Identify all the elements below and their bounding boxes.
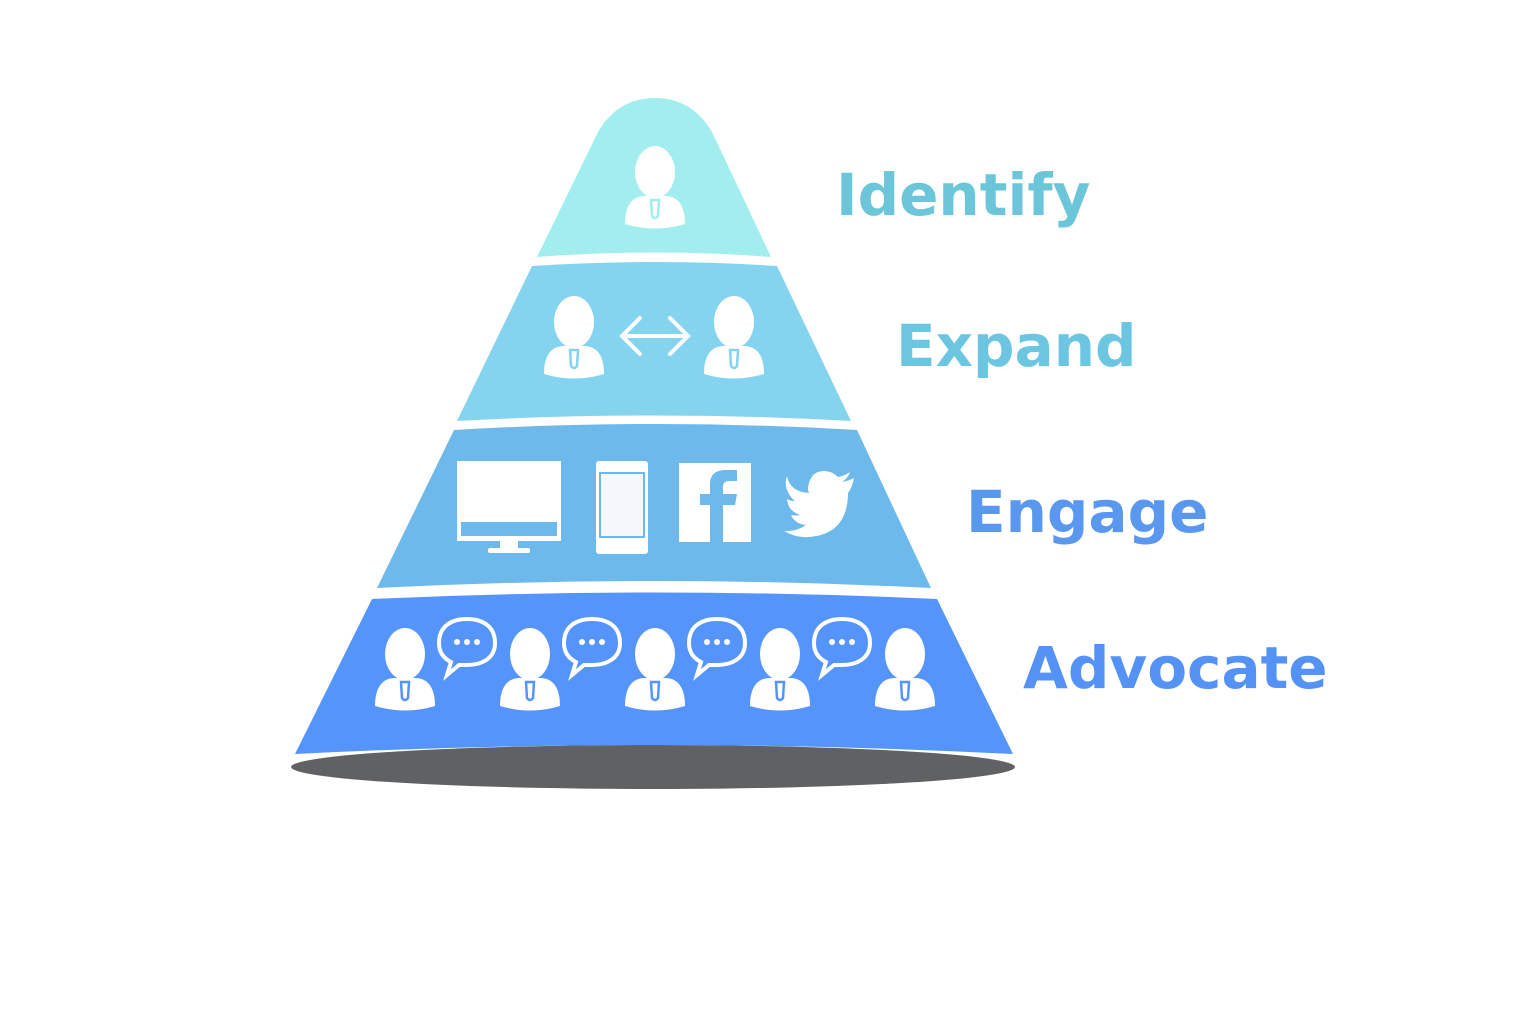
- facebook-icon: [679, 463, 751, 542]
- desktop-monitor-icon: [457, 461, 561, 553]
- label-advocate: Advocate: [1023, 634, 1328, 702]
- label-expand: Expand: [896, 312, 1137, 380]
- base-shadow: [291, 745, 1015, 789]
- smartphone-icon: [596, 461, 648, 554]
- level-expand: [457, 262, 851, 421]
- label-identify: Identify: [836, 161, 1090, 229]
- label-engage: Engage: [966, 478, 1208, 546]
- twitter-icon: [784, 471, 854, 538]
- double-arrow-icon: [619, 316, 691, 356]
